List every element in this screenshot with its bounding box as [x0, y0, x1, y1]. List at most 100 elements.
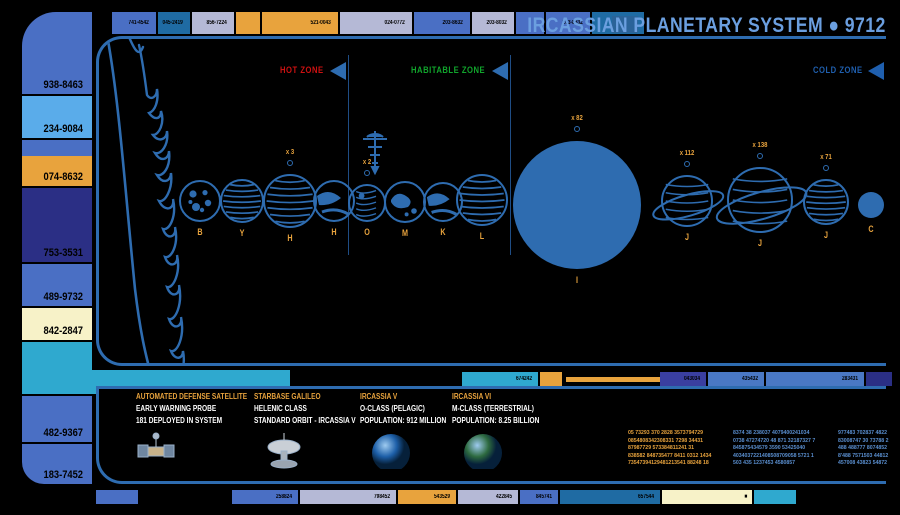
page-title: IRCASSIAN PLANETARY SYSTEM ● 9712 — [527, 14, 886, 37]
mid-bar-segment[interactable]: 283431 — [766, 372, 864, 386]
numeric-data-row: 503 435 1237453 4580857 — [733, 460, 796, 467]
sidebar-item-753-3531[interactable]: 753-3531 — [22, 188, 92, 262]
top-bar-segment[interactable]: 856-7224 — [192, 12, 234, 34]
sidebar-item-074-8632[interactable]: 074-8632 — [22, 156, 92, 186]
sidebar-item-183-7452[interactable]: 183-7452 — [22, 444, 92, 484]
moon-dot-icon — [757, 153, 763, 159]
sidebar-item-482-9367[interactable]: 482-9367 — [22, 396, 92, 442]
planet-j-11 — [803, 179, 849, 225]
ocean-planet-thumbnail — [360, 431, 422, 472]
zone-label-hot-zone: HOT ZONE — [280, 65, 324, 75]
starbase-galileo-icon — [363, 131, 387, 176]
zone-label-cold-zone: COLD ZONE — [813, 65, 863, 75]
top-bar-segment[interactable] — [236, 12, 260, 34]
top-bar-segment[interactable]: 203-8032 — [472, 12, 514, 34]
numeric-data-row: 8374 38 238037 4079400241034 — [733, 430, 810, 436]
moon-dot-icon — [287, 160, 293, 166]
info-panel-line: STANDARD ORBIT - IRCASSIA V — [254, 416, 356, 425]
planet-label: H — [331, 227, 337, 237]
zone-arrow — [329, 62, 346, 80]
top-bar-segment[interactable] — [516, 12, 544, 34]
bottom-bar-segment[interactable]: 657544 — [560, 490, 660, 504]
bottom-bar-segment[interactable]: ■ — [662, 490, 752, 504]
mid-bar-segment[interactable] — [540, 372, 562, 386]
bottom-bar-segment-label: 422845 — [495, 494, 512, 500]
bottom-bar-segment[interactable]: 543529 — [398, 490, 456, 504]
planet-j-9 — [652, 175, 725, 227]
planet-label: O — [364, 227, 370, 237]
mid-bar-segment[interactable]: 043034 — [660, 372, 706, 386]
bottom-bar-segment[interactable] — [754, 490, 796, 504]
bottom-bar-segment-label: 845741 — [535, 494, 552, 500]
sidebar-item-234-9084[interactable]: 234-9084 — [22, 96, 92, 138]
moon-dot-icon — [364, 170, 370, 176]
nebula-boundary-graphic — [106, 39, 186, 363]
bottom-bar-segment[interactable]: 798452 — [300, 490, 396, 504]
bottom-bar-segment[interactable]: 258824 — [232, 490, 298, 504]
top-bar-segment[interactable]: 045-2419 — [158, 12, 190, 34]
info-panel-line: POPULATION: 8.25 BILLION — [452, 416, 540, 425]
moon-dot-icon — [823, 165, 829, 171]
starbase-thumbnail — [254, 431, 316, 469]
mid-bar-segment[interactable] — [866, 372, 892, 386]
sidebar-item-label: 842-2847 — [42, 325, 83, 337]
planet-label: L — [479, 231, 485, 241]
numeric-data-row: 488 488777 8074852 — [838, 445, 888, 452]
mid-bar-segment[interactable]: 674242 — [462, 372, 538, 386]
satellite-thumbnail — [136, 431, 198, 469]
top-bar-segment[interactable]: 741-4542 — [112, 12, 156, 34]
planet-label: K — [440, 227, 446, 237]
planet-moon-count: x 71 — [820, 154, 832, 161]
bottom-bar-segment[interactable]: 845741 — [520, 490, 558, 504]
numeric-data-row: 977483 702837 4822 — [838, 430, 888, 436]
sidebar-item-842-2847[interactable]: 842-2847 — [22, 308, 92, 340]
sidebar-item-label: 938-8463 — [42, 79, 83, 91]
info-panel-line: POPULATION: 912 MILLION — [360, 416, 447, 425]
sidebar-item-label: 753-3531 — [42, 247, 83, 259]
sidebar-item-938-8463[interactable]: 938-8463 — [22, 52, 92, 94]
mid-bar-segment[interactable] — [566, 377, 670, 382]
numeric-data-row: 05 73293 370 2828 3573794729 — [628, 430, 704, 436]
top-bar-segment[interactable]: 203-8632 — [414, 12, 470, 34]
planet-h-2 — [263, 174, 317, 228]
planets-layer — [179, 141, 884, 269]
planet-moon-count: x 112 — [679, 150, 695, 157]
top-bar-segment-label: 024-0772 — [384, 20, 405, 26]
planet-label: I — [575, 275, 578, 285]
info-panel-title: IRCASSIA V — [360, 392, 398, 401]
top-bar-segment[interactable]: 203-8632 — [546, 12, 590, 34]
planet-moon-count: x 3 — [285, 149, 295, 156]
bottom-bar-segment-label: 543529 — [433, 494, 450, 500]
top-bar-segment-label: 856-7224 — [206, 20, 227, 26]
numeric-data-row: 73547394129481213541 88248 18 — [628, 460, 709, 467]
mid-bar-segment[interactable]: 435432 — [708, 372, 764, 386]
info-panel-title: STARBASE GALILEO — [254, 392, 321, 401]
planet-moon-count: x 82 — [571, 115, 583, 122]
bottom-bar-segment[interactable]: 422845 — [458, 490, 518, 504]
numeric-data-row: 845875434579 3590 53425040 — [733, 445, 806, 452]
top-bar-segment[interactable]: 024-0772 — [340, 12, 412, 34]
planet-label: B — [197, 227, 203, 237]
title-accent-block — [612, 16, 638, 33]
top-bar-segment[interactable]: 521-0043 — [262, 12, 338, 34]
numeric-data-row: 4034037221408508709058 5721 1 — [733, 452, 814, 459]
top-bar-segment-label: 203-8632 — [562, 20, 583, 26]
zone-arrow — [491, 62, 508, 80]
bottom-bar-segment-label: ■ — [744, 494, 748, 500]
planet-i-8 — [513, 141, 641, 269]
sidebar-item-label: 074-8632 — [42, 171, 83, 183]
planet-label: H — [287, 233, 293, 243]
sidebar-item-489-9732[interactable]: 489-9732 — [22, 264, 92, 306]
planet-b-0 — [179, 180, 221, 222]
bottom-bar-segment[interactable] — [96, 490, 138, 504]
